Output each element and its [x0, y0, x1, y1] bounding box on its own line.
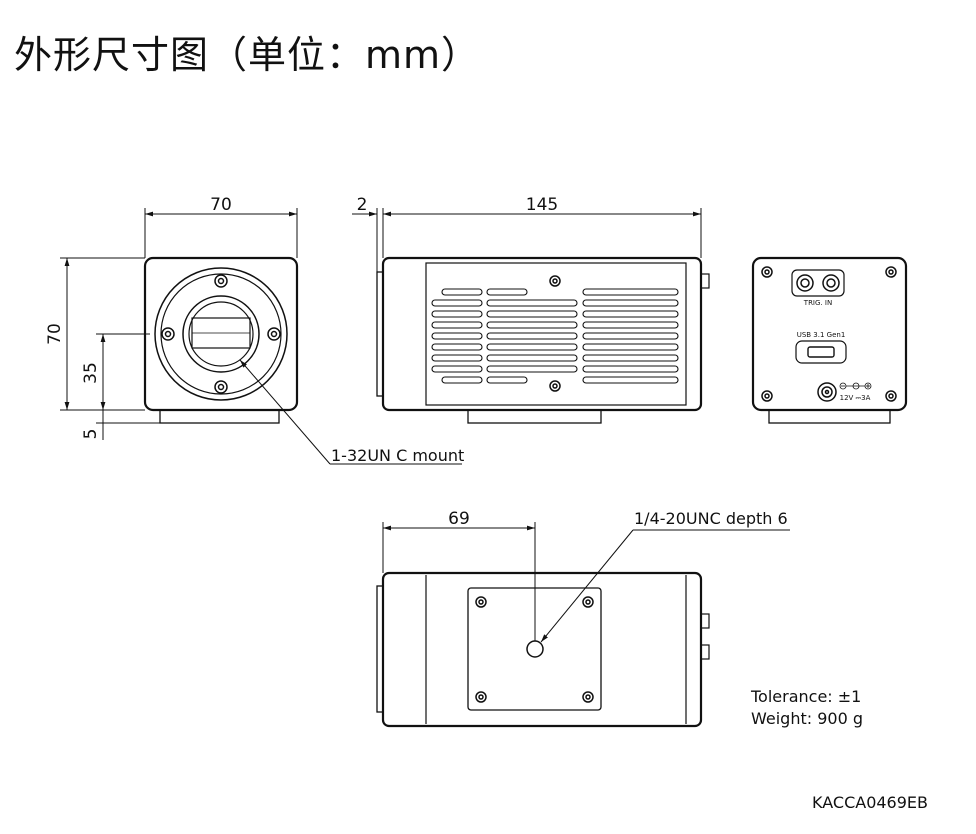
side-dimensions [352, 208, 702, 272]
power-label: 12V ⎓3A [840, 394, 871, 402]
rear-view [751, 256, 908, 424]
front-dimensions [60, 208, 462, 465]
weight-text: Weight: 900 g [751, 709, 863, 728]
drawing-code: KACCA0469EB [812, 793, 928, 812]
page-title: 外形尺寸图（单位：mm） [14, 33, 481, 77]
side-view [376, 256, 710, 424]
dim-front-width: 70 [210, 195, 232, 215]
polarity-icon [839, 382, 872, 390]
bottom-dimensions [382, 522, 790, 643]
tripod-thread-callout: 1/4-20UNC depth 6 [634, 509, 788, 528]
bottom-view [376, 571, 710, 728]
dim-side-length: 145 [526, 195, 558, 215]
lens-mount-callout: 1-32UN C mount [331, 446, 464, 465]
trig-in-label: TRIG. IN [803, 299, 832, 307]
tolerance-text: Tolerance: ±1 [750, 687, 861, 706]
dim-front-height: 70 [45, 323, 65, 345]
front-view [143, 256, 299, 424]
usb-label: USB 3.1 Gen1 [797, 331, 846, 339]
dim-side-offset: 2 [357, 195, 368, 215]
dim-bottom-offset: 69 [448, 509, 470, 529]
dim-base-height: 5 [81, 429, 101, 440]
dim-center-height: 35 [81, 362, 101, 384]
